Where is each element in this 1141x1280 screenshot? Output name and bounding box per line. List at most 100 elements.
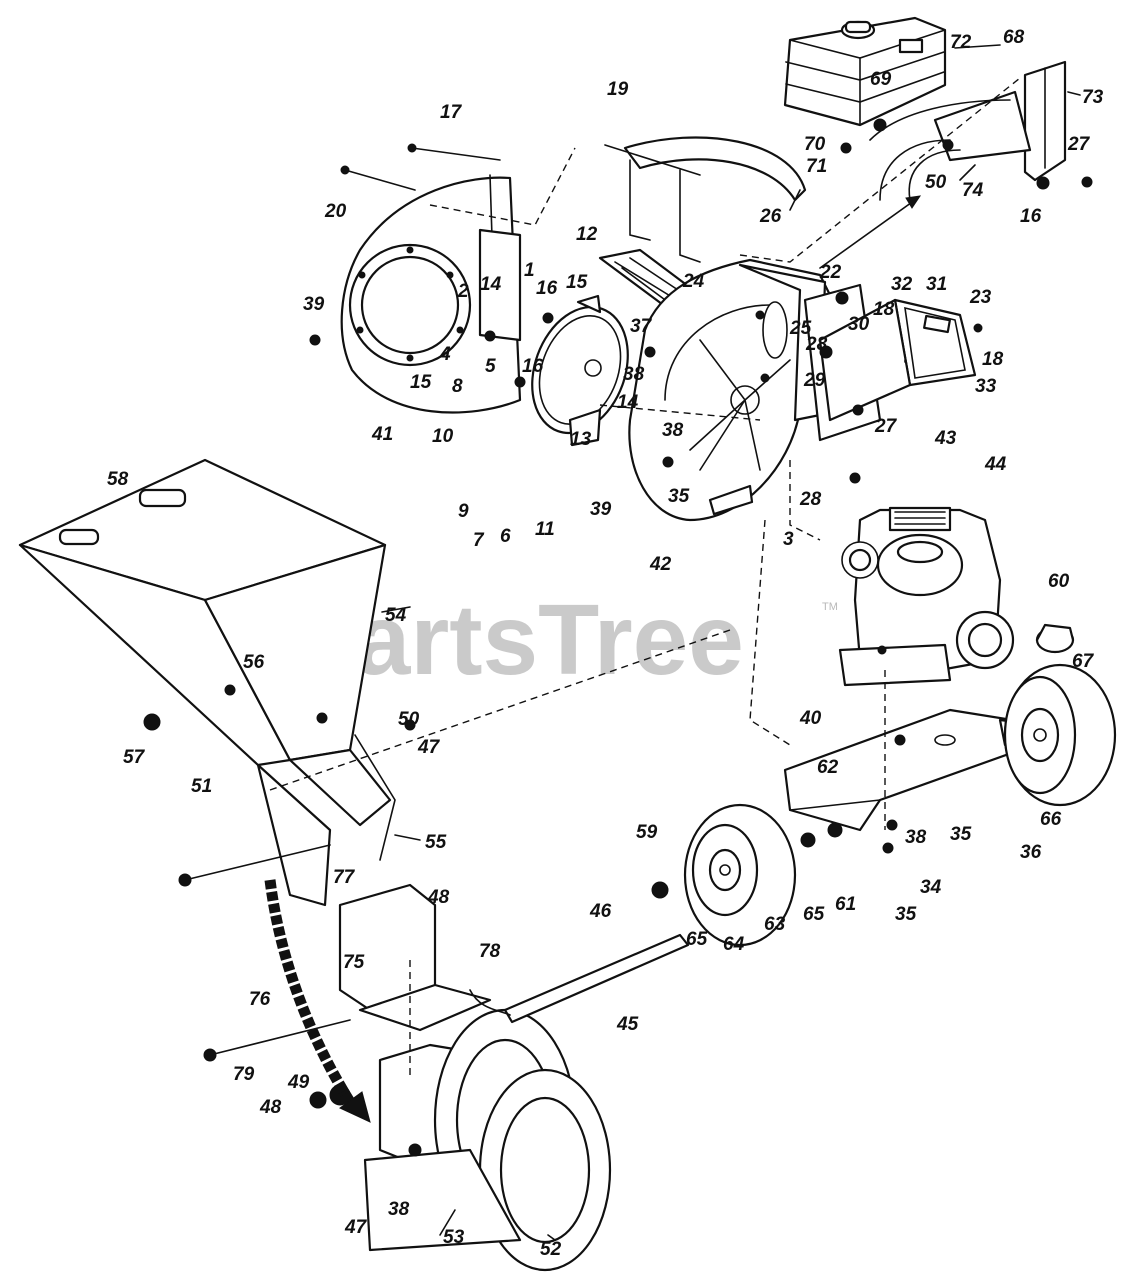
callout-41: 41 xyxy=(371,424,393,445)
callout-69: 69 xyxy=(870,69,892,90)
part-callouts: 17 20 19 26 12 24 1 14 2 16 15 39 4 5 15… xyxy=(107,27,1104,1260)
feed-hopper xyxy=(18,458,396,907)
callout-71: 71 xyxy=(806,156,827,177)
callout-59: 59 xyxy=(636,822,658,843)
callout-16-mount: 16 xyxy=(1020,206,1042,227)
callout-36: 36 xyxy=(1020,842,1042,863)
callout-38-frame: 38 xyxy=(905,827,927,848)
callout-78: 78 xyxy=(479,941,501,962)
callout-16-lower: 16 xyxy=(522,356,544,377)
callout-65-right: 65 xyxy=(803,904,825,925)
callout-27-lower: 27 xyxy=(874,416,898,437)
callout-22: 22 xyxy=(819,262,842,283)
chipper-housing-left xyxy=(340,174,522,414)
callout-66: 66 xyxy=(1040,809,1062,830)
callout-38-lower: 38 xyxy=(662,420,684,441)
callout-16-upper: 16 xyxy=(536,278,558,299)
callout-19: 19 xyxy=(607,79,629,100)
callout-14-left: 14 xyxy=(480,274,502,295)
callout-35-lower: 35 xyxy=(895,904,917,925)
callout-15-upper: 15 xyxy=(566,272,588,293)
callout-50-hopper: 50 xyxy=(398,709,420,730)
callout-56: 56 xyxy=(243,652,265,673)
callout-34: 34 xyxy=(920,877,942,898)
callout-46: 46 xyxy=(589,901,612,922)
callout-26: 26 xyxy=(759,206,782,227)
alignment-lines xyxy=(269,77,1021,1080)
callout-79: 79 xyxy=(233,1064,255,1085)
control-rod xyxy=(469,933,690,1024)
callout-35-frame: 35 xyxy=(950,824,972,845)
callout-63: 63 xyxy=(764,914,786,935)
callout-7: 7 xyxy=(473,530,485,551)
callout-68: 68 xyxy=(1003,27,1025,48)
callout-30: 30 xyxy=(848,314,870,335)
callout-70: 70 xyxy=(804,134,826,155)
callout-10: 10 xyxy=(432,426,454,447)
callout-47-lower: 47 xyxy=(344,1217,368,1238)
callout-28-upper: 28 xyxy=(805,334,828,355)
callout-76: 76 xyxy=(249,989,271,1010)
callout-38-chute: 38 xyxy=(388,1199,410,1220)
callout-47-hopper: 47 xyxy=(417,737,441,758)
direction-arrow xyxy=(819,195,922,269)
fasteners xyxy=(143,118,1093,1157)
callout-39-right: 39 xyxy=(590,499,612,520)
cutter-impeller xyxy=(531,294,629,447)
wheel-left xyxy=(683,803,797,947)
fuel-tank xyxy=(783,16,947,127)
watermark-trademark: TM xyxy=(822,601,838,613)
assembly-arrow xyxy=(264,879,371,1123)
leader-lines xyxy=(381,44,1081,1241)
callout-54: 54 xyxy=(385,605,407,626)
callout-27-upper: 27 xyxy=(1067,134,1091,155)
callout-12: 12 xyxy=(576,224,598,245)
callout-3: 3 xyxy=(783,529,794,550)
callout-35-housing: 35 xyxy=(668,486,690,507)
callout-4: 4 xyxy=(439,344,451,365)
callout-50-tank: 50 xyxy=(925,172,947,193)
callout-72: 72 xyxy=(950,32,972,53)
engine xyxy=(838,506,1015,687)
callout-13: 13 xyxy=(570,429,592,450)
discharge-deflector xyxy=(604,136,807,263)
callout-28-lower: 28 xyxy=(799,489,822,510)
callout-14-right: 14 xyxy=(617,392,639,413)
callout-37: 37 xyxy=(630,316,653,337)
callout-18-lower: 18 xyxy=(982,349,1004,370)
callout-15-lower: 15 xyxy=(410,372,432,393)
callout-23: 23 xyxy=(969,287,992,308)
callout-25: 25 xyxy=(789,318,812,339)
callout-29: 29 xyxy=(803,370,826,391)
callout-44: 44 xyxy=(984,454,1007,475)
callout-64: 64 xyxy=(723,934,745,955)
callout-33: 33 xyxy=(975,376,997,397)
callout-40: 40 xyxy=(799,708,822,729)
callout-65-left: 65 xyxy=(686,929,708,950)
air-cleaner xyxy=(1035,623,1075,654)
callout-73: 73 xyxy=(1082,87,1104,108)
callout-42: 42 xyxy=(649,554,672,575)
callout-67: 67 xyxy=(1072,651,1095,672)
callout-32: 32 xyxy=(891,274,913,295)
callout-8: 8 xyxy=(452,376,463,397)
callout-49: 49 xyxy=(287,1072,310,1093)
discharge-chute xyxy=(338,883,612,1272)
callout-48-upper: 48 xyxy=(427,887,450,908)
callout-38-upper: 38 xyxy=(623,364,645,385)
callout-75: 75 xyxy=(343,952,365,973)
callout-53: 53 xyxy=(443,1227,465,1248)
callout-2: 2 xyxy=(457,281,469,302)
callout-39-left: 39 xyxy=(303,294,325,315)
callout-24: 24 xyxy=(682,271,705,292)
callout-61: 61 xyxy=(835,894,856,915)
callout-1: 1 xyxy=(524,260,535,281)
wheel-right xyxy=(1003,663,1117,807)
callout-60: 60 xyxy=(1048,571,1070,592)
engine-mount-brackets xyxy=(869,60,1067,201)
callout-43: 43 xyxy=(934,428,957,449)
callout-11: 11 xyxy=(535,519,555,540)
callout-9: 9 xyxy=(458,501,469,522)
